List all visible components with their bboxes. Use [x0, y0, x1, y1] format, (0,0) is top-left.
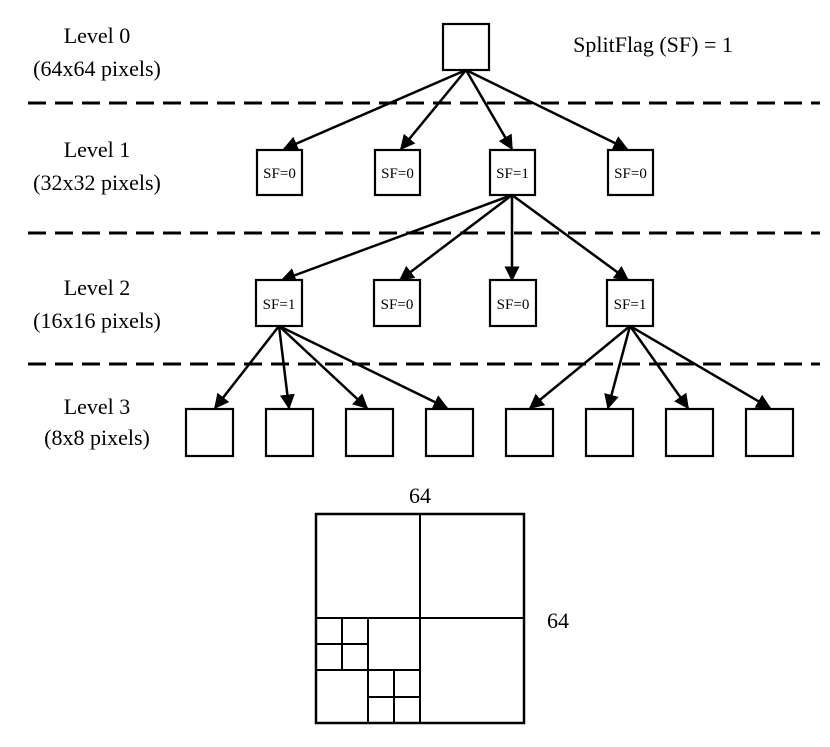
edges-level-0-1: [282, 68, 629, 151]
split-flag-label: SF=1: [263, 297, 296, 313]
edge-arrow: [465, 68, 629, 151]
edge-arrow: [604, 325, 632, 410]
level-3-node: [504, 407, 555, 458]
level-3-node: [184, 407, 235, 458]
level-0-node: [441, 22, 491, 72]
ctu-partition-block: 64 64: [314, 483, 569, 725]
level-1-nodes: SF=0 SF=0 SF=1 SF=0: [255, 148, 655, 197]
level-3-node: [264, 407, 315, 458]
split-flag-note: SplitFlag (SF) = 1: [573, 32, 733, 57]
edges-level-1-2: [280, 193, 630, 283]
level-2-nodes: SF=1 SF=0 SF=0 SF=1: [254, 278, 655, 328]
level-1-node: [606, 148, 655, 197]
level-1-name: Level 1: [64, 137, 131, 162]
level-1-node: [488, 148, 537, 197]
level-2-label: Level 2 (16x16 pixels): [33, 275, 161, 333]
split-flag-label: SF=1: [614, 297, 647, 313]
edge-arrow: [511, 193, 630, 282]
edge-arrow: [528, 325, 631, 409]
level-2-node: [254, 278, 304, 328]
level-3-node: [424, 407, 475, 458]
edge-arrow: [400, 69, 467, 151]
level-3-name: Level 3: [64, 394, 131, 419]
edges-level-2-3-left: [214, 324, 449, 410]
level-2-node: [488, 278, 538, 328]
height-label: 64: [547, 608, 569, 633]
edge-arrow: [628, 325, 690, 410]
level-1-node: [373, 148, 422, 197]
level-2-node: [372, 278, 422, 328]
split-flag-label: SF=0: [497, 297, 530, 313]
edge-arrow: [278, 325, 369, 410]
level-0-label: Level 0 (64x64 pixels): [33, 23, 161, 81]
level-3-label: Level 3 (8x8 pixels): [44, 394, 150, 450]
edge-arrow: [277, 325, 295, 410]
edge-arrow: [398, 194, 513, 281]
split-flag-label: SF=1: [496, 166, 529, 182]
edges-level-2-3-right: [528, 324, 772, 410]
level-1-label: Level 1 (32x32 pixels): [33, 137, 161, 195]
level-1-node: [255, 148, 304, 197]
level-1-size: (32x32 pixels): [33, 170, 161, 195]
level-0-size: (64x64 pixels): [33, 56, 161, 81]
level-3-node: [744, 407, 795, 458]
edge-arrow: [280, 193, 513, 283]
edge-arrow: [214, 325, 280, 410]
edge-arrow: [282, 68, 467, 151]
level-3-node: [344, 407, 395, 458]
edge-arrow: [464, 69, 514, 151]
level-3-node: [584, 407, 635, 458]
width-label: 64: [409, 483, 431, 508]
level-3-nodes: [184, 407, 795, 458]
split-flag-label: SF=0: [614, 166, 647, 182]
level-2-node: [605, 278, 655, 328]
edge-arrow: [629, 324, 772, 410]
level-2-size: (16x16 pixels): [33, 308, 161, 333]
level-2-name: Level 2: [64, 275, 131, 300]
split-flag-label: SF=0: [381, 166, 414, 182]
split-flag-label: SF=0: [381, 297, 414, 313]
split-flag-label: SF=0: [263, 166, 296, 182]
level-0-name: Level 0: [64, 23, 131, 48]
level-3-node: [664, 407, 715, 458]
edge-arrow: [278, 324, 449, 410]
level-3-size: (8x8 pixels): [44, 425, 150, 450]
